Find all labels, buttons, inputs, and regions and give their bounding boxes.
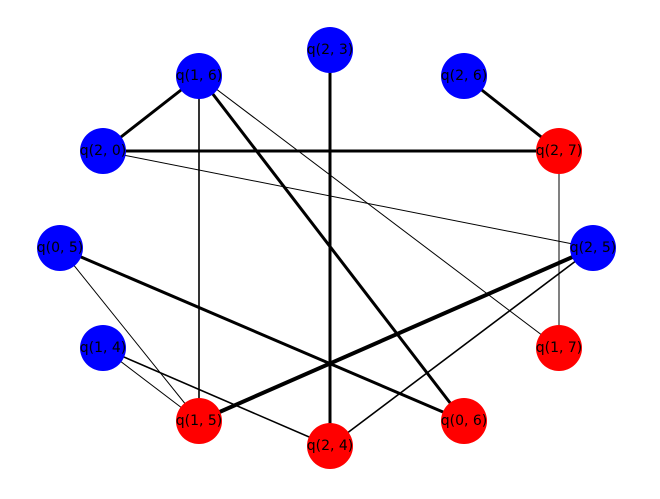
node-q25: q(2, 5) [570, 225, 617, 271]
node-q15: q(1, 5) [176, 398, 223, 444]
edge-layer [59, 50, 594, 447]
node-circle-q05 [37, 225, 83, 271]
node-label-q25: q(2, 5) [570, 240, 617, 256]
node-circle-q24 [307, 423, 353, 469]
node-layer: q(2, 3) q(1, 6) q(2, 6) q(2, 7) q(2, 0) q(0, … [37, 27, 617, 469]
node-label-q16: q(1, 6) [176, 68, 223, 84]
node-circle-q25 [570, 225, 616, 271]
node-label-q06: q(0, 6) [441, 413, 488, 429]
node-circle-q06 [441, 398, 487, 444]
node-q14: q(1, 4) [80, 325, 127, 371]
node-label-q24: q(2, 4) [307, 438, 354, 454]
node-circle-q20 [80, 128, 126, 174]
edge-q14-q24 [102, 347, 331, 447]
node-q17: q(1, 7) [536, 325, 583, 371]
node-q20: q(2, 0) [80, 128, 127, 174]
node-circle-q26 [441, 53, 487, 99]
node-label-q23: q(2, 3) [307, 42, 354, 58]
node-label-q05: q(0, 5) [37, 240, 84, 256]
node-circle-q15 [176, 398, 222, 444]
edge-q25-q24 [329, 247, 594, 447]
node-circle-q23 [307, 27, 353, 73]
edge-q16-q17 [198, 75, 560, 349]
node-circle-q16 [176, 53, 222, 99]
node-circle-q27 [536, 128, 582, 174]
node-label-q27: q(2, 7) [536, 143, 583, 159]
node-q26: q(2, 6) [441, 53, 488, 99]
node-label-q26: q(2, 6) [441, 68, 488, 84]
node-label-q20: q(2, 0) [80, 143, 127, 159]
node-q06: q(0, 6) [441, 398, 488, 444]
node-q16: q(1, 6) [176, 53, 223, 99]
node-label-q14: q(1, 4) [80, 340, 127, 356]
node-circle-q17 [536, 325, 582, 371]
node-q27: q(2, 7) [536, 128, 583, 174]
node-q24: q(2, 4) [307, 423, 354, 469]
node-q05: q(0, 5) [37, 225, 84, 271]
node-label-q17: q(1, 7) [536, 340, 583, 356]
node-circle-q14 [80, 325, 126, 371]
node-q23: q(2, 3) [307, 27, 354, 73]
edge-q05-q15 [59, 247, 200, 422]
edge-q20-q25 [102, 150, 594, 249]
node-label-q15: q(1, 5) [176, 413, 223, 429]
edge-q25-q15 [198, 246, 594, 423]
edge-q05-q06 [59, 246, 465, 423]
